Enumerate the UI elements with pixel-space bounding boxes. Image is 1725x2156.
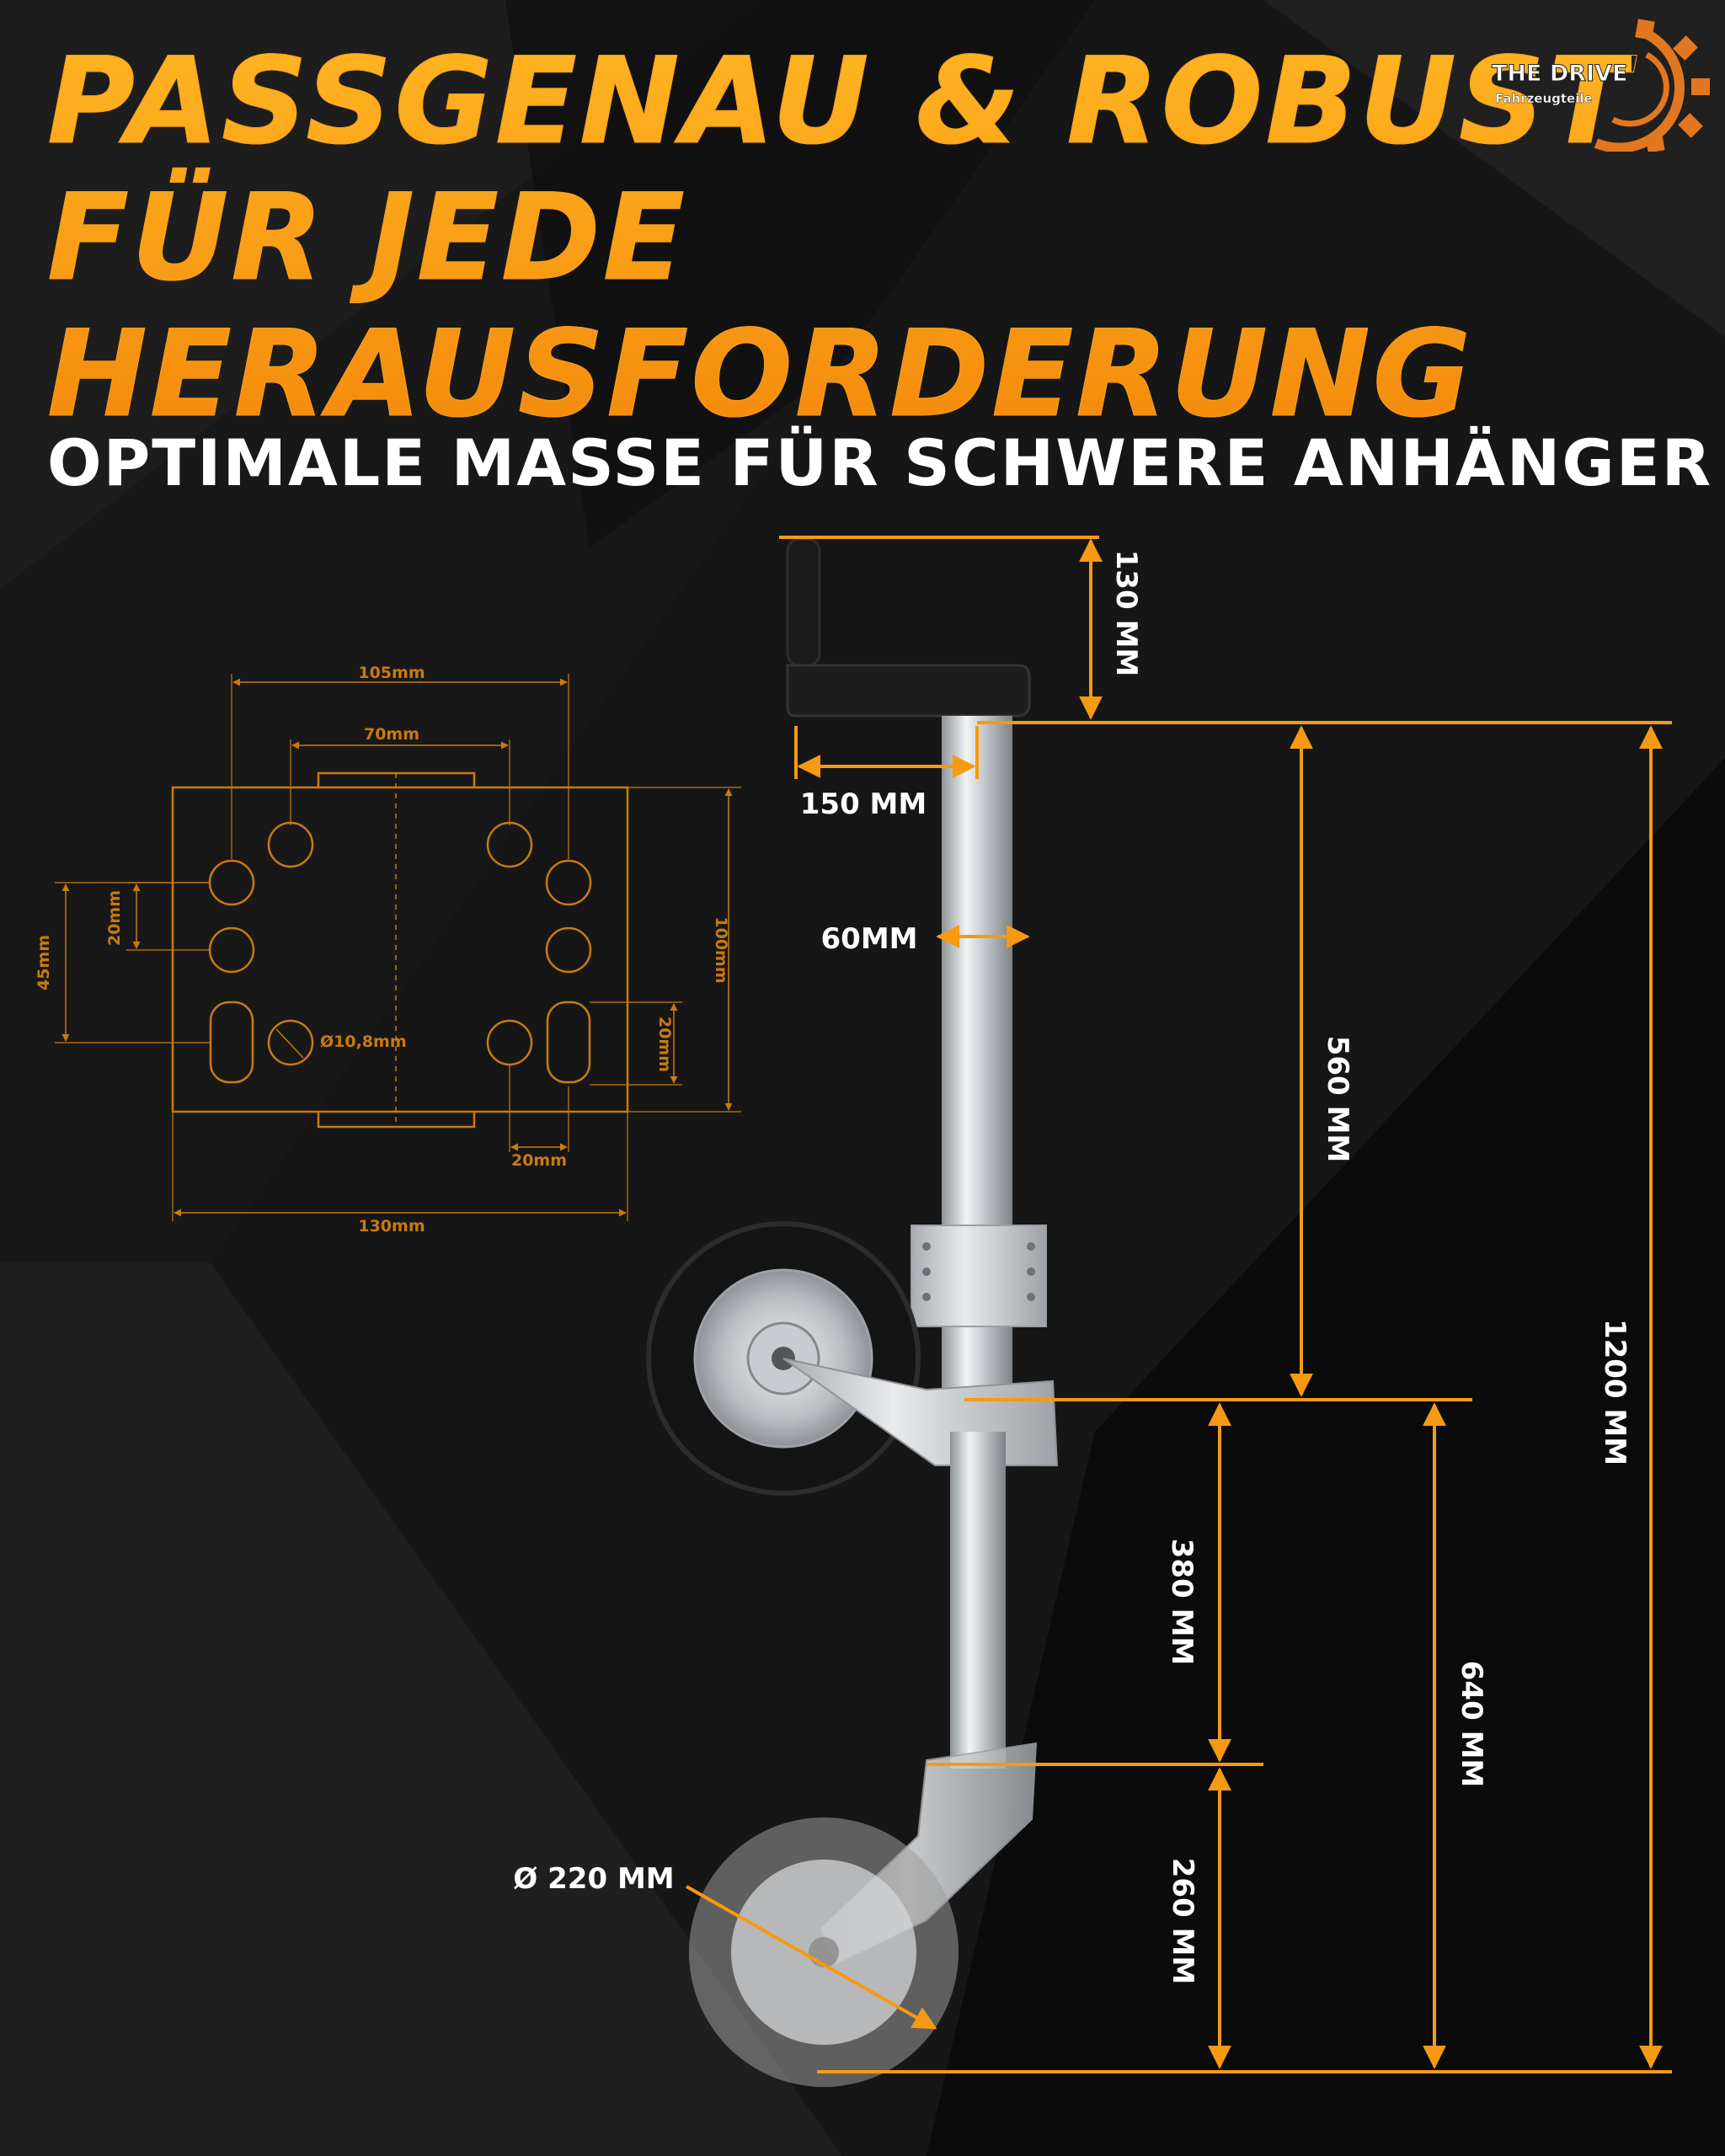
mounting-plate-drawing bbox=[55, 674, 741, 1221]
plate-hole bbox=[267, 1019, 314, 1066]
subheadline: OPTIMALE MASSE FÜR SCHWERE ANHÄNGER bbox=[47, 425, 1713, 500]
plate-outline bbox=[171, 786, 629, 1113]
lower-tube bbox=[950, 1432, 1006, 1769]
plate-left-height-label: 45mm bbox=[35, 935, 53, 990]
plate-hole bbox=[486, 821, 533, 868]
headline: PASSGENAU & ROBUST FÜR JEDE HERAUSFORDER… bbox=[46, 32, 1632, 444]
handle-height-label: 130 MM bbox=[1109, 550, 1143, 676]
plate-hole bbox=[208, 859, 255, 906]
crank-grip bbox=[786, 537, 821, 667]
plate-hole bbox=[486, 1019, 533, 1066]
plate-width-label: 105mm bbox=[358, 664, 425, 682]
clamp-bracket bbox=[911, 1225, 1047, 1327]
gear-icon bbox=[1594, 19, 1710, 153]
plate-hole bbox=[545, 926, 592, 974]
plate-hole-diameter-label: Ø10,8mm bbox=[320, 1033, 407, 1051]
dim-wheel-diameter-arrow bbox=[686, 1885, 937, 2030]
crank-arm bbox=[786, 664, 1031, 718]
upper-section-label: 560 MM bbox=[1321, 1036, 1354, 1162]
plate-hole bbox=[545, 859, 592, 906]
tube-diameter-label: 60MM bbox=[821, 922, 918, 956]
lower-section-label: 640 MM bbox=[1455, 1661, 1488, 1787]
plate-slot bbox=[546, 1001, 591, 1084]
logo-name: THE DRIVE bbox=[1491, 61, 1628, 88]
logo-tagline: Fahrzeugteile bbox=[1495, 91, 1593, 106]
wheel-offset-label: 260 MM bbox=[1166, 1858, 1199, 1984]
plate-overall-width-label: 130mm bbox=[358, 1217, 425, 1235]
plate-bottom-tab bbox=[317, 1112, 476, 1129]
wheel-diameter-label: Ø 220 MM bbox=[513, 1862, 674, 1896]
plate-height-label: 100mm bbox=[712, 916, 730, 983]
dimension-lines bbox=[686, 536, 1672, 2073]
plate-hole bbox=[208, 926, 255, 974]
headline-line-1: PASSGENAU & ROBUST bbox=[46, 32, 1632, 171]
plate-left-spacing-label: 20mm bbox=[105, 890, 124, 946]
middle-section-label: 380 MM bbox=[1165, 1539, 1199, 1665]
plate-inner-spacing-label: 70mm bbox=[364, 725, 419, 744]
plate-slot bbox=[209, 1001, 254, 1084]
plate-slot-width-label: 20mm bbox=[511, 1151, 567, 1170]
brand-logo: THE DRIVE Fahrzeugteile bbox=[1487, 17, 1710, 153]
handle-length-label: 150 MM bbox=[800, 787, 927, 821]
jockey-wheel-illustration bbox=[646, 537, 1059, 2087]
total-height-label: 1200 MM bbox=[1598, 1319, 1632, 1465]
headline-line-2: FÜR JEDE bbox=[46, 168, 687, 307]
headline-line-3: HERAUSFORDERUNG bbox=[46, 305, 1474, 444]
plate-slot-height-label: 20mm bbox=[655, 1017, 674, 1072]
plate-hole bbox=[267, 821, 314, 868]
